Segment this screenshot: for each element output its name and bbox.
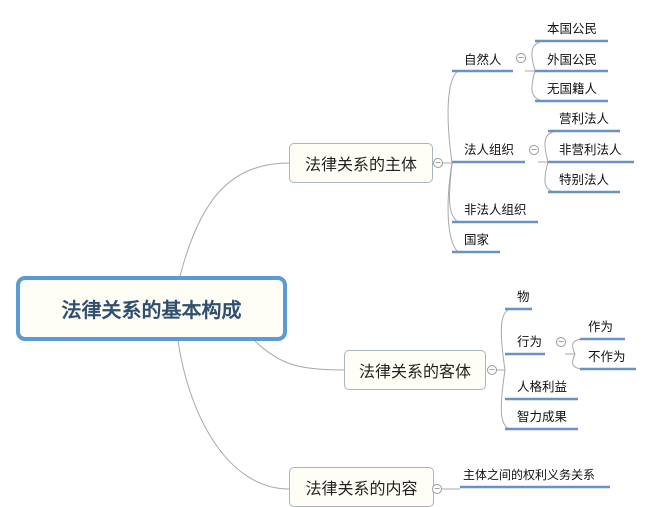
- node-legal-person[interactable]: 法人组织: [464, 142, 515, 157]
- content-label: 法律关系的内容: [305, 479, 418, 498]
- collapse-toggle-icon[interactable]: −: [432, 484, 442, 494]
- collapse-toggle-icon[interactable]: −: [487, 365, 497, 375]
- node-nonprofit-legal-person[interactable]: 非营利法人: [559, 142, 622, 157]
- node-behavior[interactable]: 行为: [517, 334, 543, 349]
- node-omission[interactable]: 不作为: [588, 349, 626, 364]
- node-stateless[interactable]: 无国籍人: [547, 81, 598, 96]
- node-special-legal-person[interactable]: 特别法人: [559, 172, 610, 187]
- node-rights-obligations[interactable]: 主体之间的权利义务关系: [463, 468, 596, 482]
- collapse-toggle-icon[interactable]: −: [556, 337, 566, 347]
- subject-node[interactable]: 法律关系的主体: [289, 143, 433, 183]
- collapse-toggle-icon[interactable]: −: [529, 145, 539, 155]
- object-label: 法律关系的客体: [358, 362, 471, 381]
- collapse-toggle-icon[interactable]: −: [516, 53, 526, 63]
- underlines: [452, 39, 636, 489]
- subject-label: 法律关系的主体: [304, 155, 417, 174]
- node-unincorporated[interactable]: 非法人组织: [464, 202, 527, 217]
- collapse-toggle-icon[interactable]: −: [433, 158, 443, 168]
- object-node[interactable]: 法律关系的客体: [344, 350, 486, 390]
- node-act[interactable]: 作为: [588, 319, 614, 334]
- node-foreign-citizen[interactable]: 外国公民: [547, 52, 598, 67]
- node-natural-person[interactable]: 自然人: [464, 52, 502, 67]
- root-label: 法律关系的基本构成: [61, 298, 242, 322]
- node-state[interactable]: 国家: [464, 232, 490, 247]
- node-profit-legal-person[interactable]: 营利法人: [559, 111, 610, 126]
- node-intellectual-achievement[interactable]: 智力成果: [517, 409, 568, 424]
- root-node[interactable]: 法律关系的基本构成: [16, 276, 287, 341]
- node-citizen[interactable]: 本国公民: [547, 21, 598, 36]
- node-thing[interactable]: 物: [517, 289, 530, 304]
- node-personality-interest[interactable]: 人格利益: [517, 379, 568, 394]
- content-node[interactable]: 法律关系的内容: [289, 467, 434, 507]
